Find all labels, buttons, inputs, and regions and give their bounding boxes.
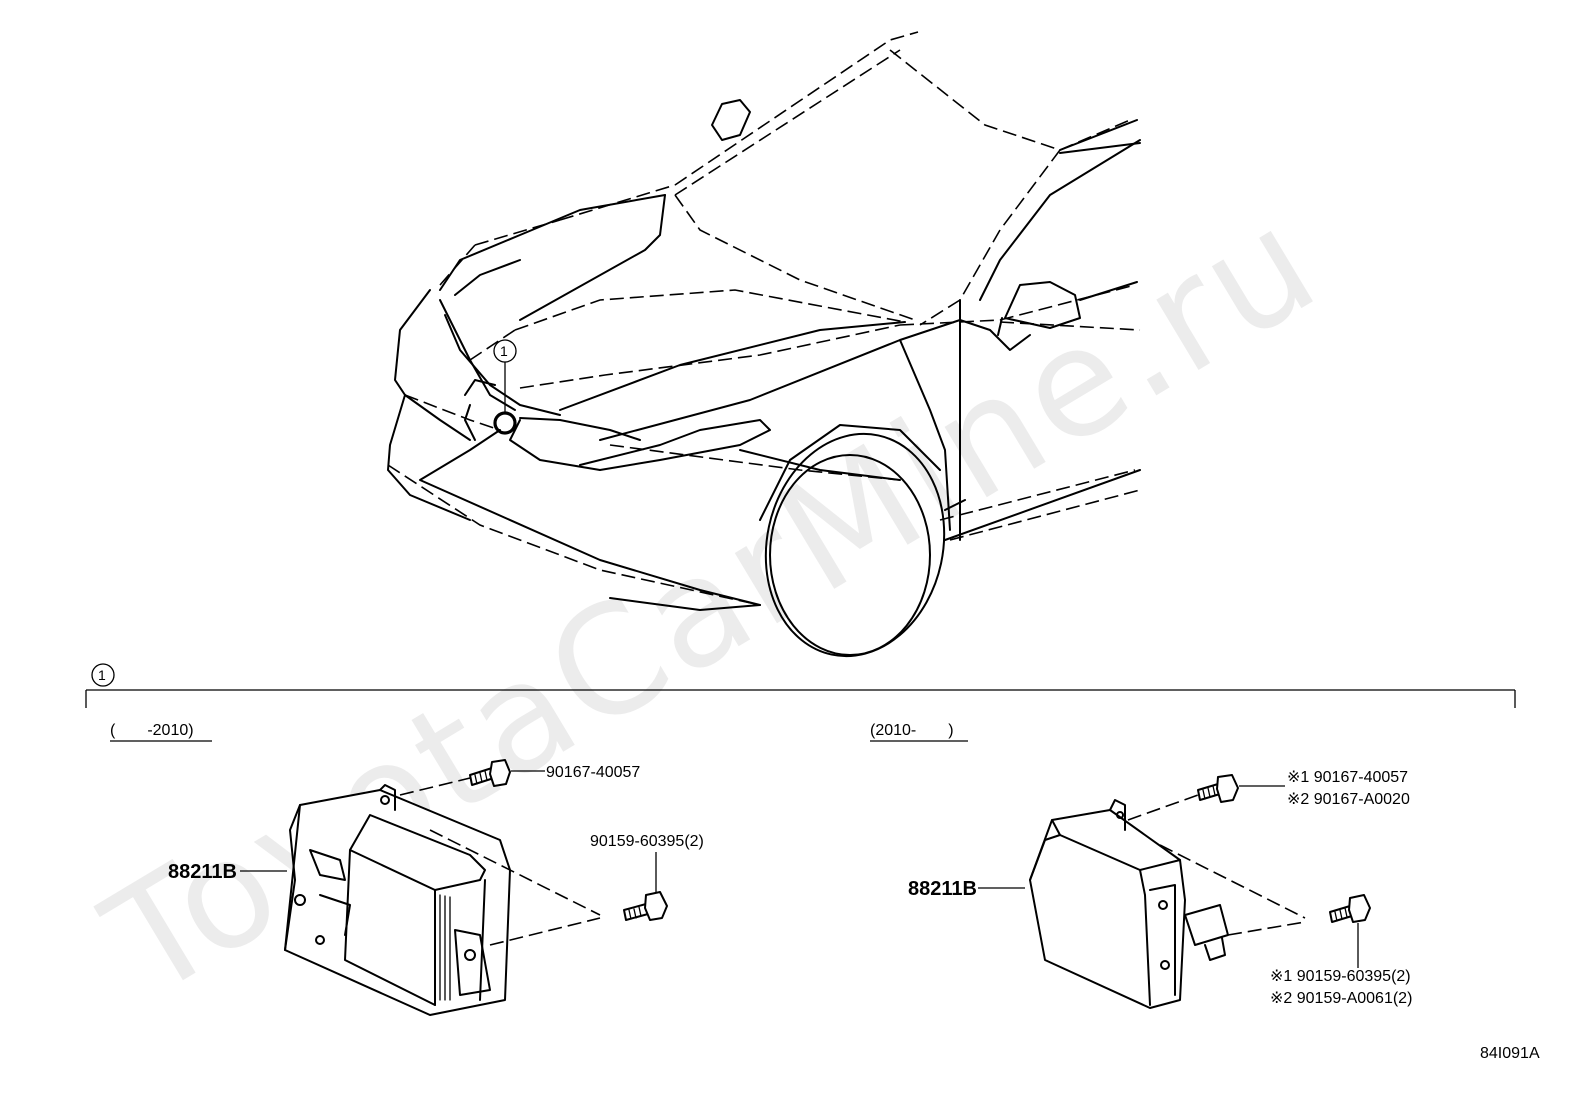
right-date-range: (2010- ) <box>870 722 954 739</box>
left-main-part-number[interactable]: 88211B <box>168 861 237 883</box>
left-bolt-part-number[interactable]: 90167-40057 <box>546 764 640 781</box>
left-variant: ( -2010) 90167-40057 <box>110 722 704 1016</box>
right-bolt-part-number-1[interactable]: ※1 90167-40057 <box>1287 769 1408 786</box>
bolt-right-top <box>1197 774 1239 803</box>
bolt-left-top <box>469 759 511 787</box>
car-illustration: 1 <box>387 31 1141 658</box>
radar-sensor-module-left <box>284 784 511 1016</box>
right-main-part-number[interactable]: 88211B <box>908 878 977 900</box>
screw-left-side <box>623 891 668 921</box>
right-bolt-part-number-2[interactable]: ※2 90167-A0020 <box>1287 791 1410 808</box>
detail-callout-number: 1 <box>98 667 106 683</box>
detail-bracket: 1 <box>85 663 1516 708</box>
detail-callout-circle <box>91 663 115 687</box>
radar-sensor-module-right <box>1029 799 1229 1009</box>
left-date-range: ( -2010) <box>110 722 194 739</box>
figure-code: 84I091A <box>1480 1045 1540 1062</box>
screw-right-side <box>1329 894 1371 923</box>
right-variant: (2010- ) ※1 90167-40057 ※2 90167-A0020 <box>870 722 1412 1009</box>
left-screw-part-number[interactable]: 90159-60395(2) <box>590 833 704 850</box>
callout-number: 1 <box>500 343 508 359</box>
right-screw-part-number-2[interactable]: ※2 90159-A0061(2) <box>1270 990 1412 1007</box>
sensor-location-marker <box>493 411 517 435</box>
right-screw-part-number-1[interactable]: ※1 90159-60395(2) <box>1270 968 1411 985</box>
callout-circle <box>493 339 517 363</box>
